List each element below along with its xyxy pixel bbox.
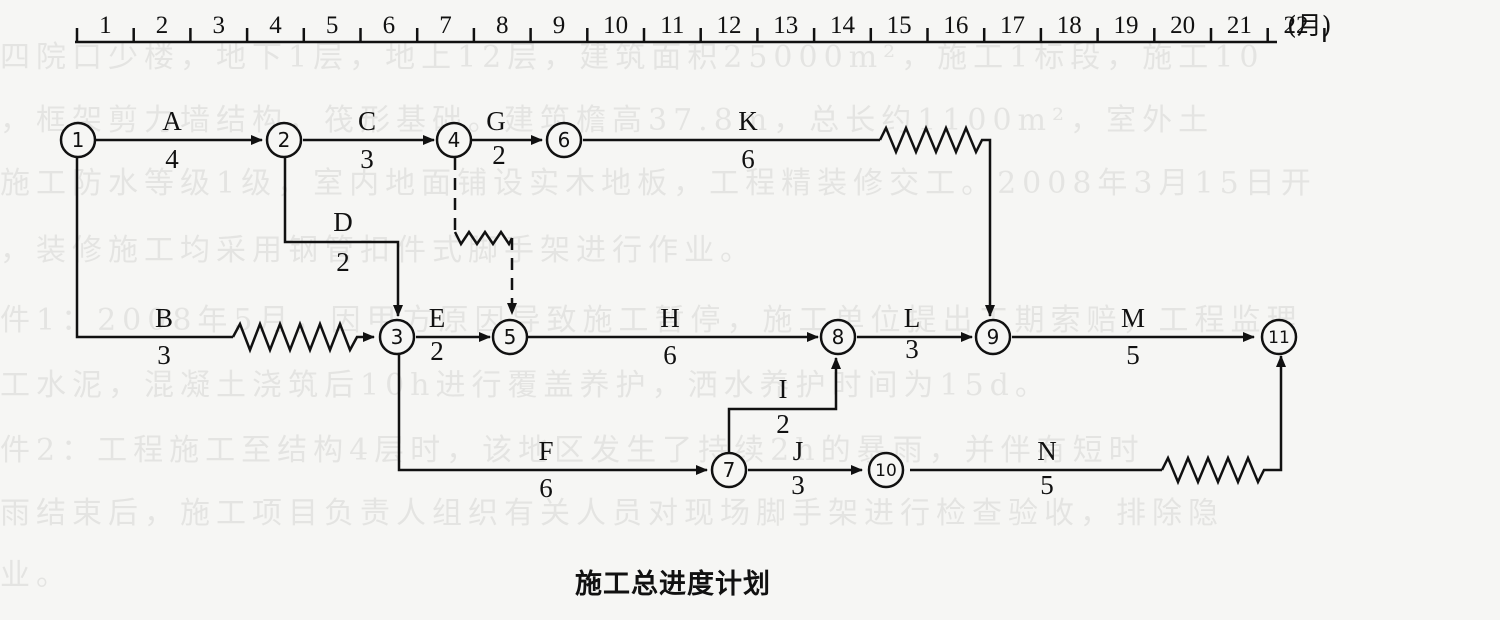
month-label: 10 [603,12,628,39]
node-8: 8 [819,318,857,356]
activity-name-C: C [358,106,376,136]
activity-duration-N: 5 [1040,470,1054,500]
month-label: 5 [326,12,339,39]
month-label: 15 [887,12,912,39]
month-label: 12 [717,12,742,39]
svg-text:9: 9 [987,325,1000,349]
svg-text:11: 11 [1268,328,1290,348]
svg-text:10: 10 [875,461,897,481]
month-label: 2 [156,12,169,39]
month-label: 20 [1170,12,1195,39]
activity-name-J: J [793,436,804,466]
arrow-B-free-float [231,320,375,354]
activity-labels: A 4 B 3 C 3 D 2 E 2 F 6 G 2 H 6 I 2 J 3 … [155,106,1145,503]
month-label: 9 [553,12,566,39]
month-label: 3 [213,12,226,39]
month-label: 4 [269,12,282,39]
node-4: 4 [435,121,473,159]
month-label: 22 [1284,12,1309,39]
svg-text:7: 7 [723,458,736,482]
activity-duration-M: 5 [1126,340,1140,370]
month-label: 13 [773,12,798,39]
activity-name-B: B [155,303,173,333]
month-label: 1 [99,12,112,39]
node-2: 2 [265,121,303,159]
arrow-B [75,157,233,339]
svg-text:1: 1 [72,128,85,152]
activity-name-D: D [333,207,353,237]
page-title: 施工总进度计划 [575,569,771,600]
dummy-activity-4-5 [453,158,517,315]
node-11: 11 [1260,318,1298,356]
node-7: 7 [710,451,748,489]
activity-duration-H: 6 [663,340,677,370]
activity-arrows [75,124,1286,486]
activity-name-G: G [486,106,506,136]
month-label: 16 [943,12,968,39]
arrow-I [727,357,841,452]
month-label: 7 [439,12,452,39]
activity-duration-L: 3 [905,334,919,364]
arrow-N-free-float [1160,355,1286,486]
arrow-D [283,157,403,317]
node-5: 5 [491,318,529,356]
activity-name-I: I [779,374,788,404]
nodes: 1 2 3 4 5 6 7 [59,121,1298,489]
month-label: 21 [1227,12,1252,39]
month-label: 18 [1057,12,1082,39]
activity-duration-F: 6 [539,473,553,503]
activity-duration-A: 4 [165,144,179,174]
node-3: 3 [378,318,416,356]
activity-name-M: M [1121,303,1145,333]
activity-duration-K: 6 [741,144,755,174]
arrow-K-free-float [878,124,995,317]
activity-duration-J: 3 [791,470,805,500]
activity-name-A: A [162,106,182,136]
svg-text:6: 6 [558,128,571,152]
activity-duration-E: 2 [430,336,444,366]
node-6: 6 [545,121,583,159]
activity-name-K: K [738,106,758,136]
svg-text:5: 5 [504,325,517,349]
month-label: 17 [1000,12,1025,39]
activity-duration-I: 2 [776,409,790,439]
activity-name-L: L [904,303,921,333]
activity-duration-C: 3 [360,144,374,174]
svg-text:8: 8 [832,325,845,349]
arrow-F [397,355,708,475]
month-label: 19 [1113,12,1138,39]
activity-name-E: E [429,303,446,333]
activity-name-H: H [660,303,680,333]
activity-duration-D: 2 [336,247,350,277]
node-9: 9 [974,318,1012,356]
activity-duration-G: 2 [492,140,506,170]
node-10: 10 [867,451,905,489]
node-1: 1 [59,121,97,159]
svg-text:2: 2 [278,128,291,152]
activity-name-N: N [1037,436,1057,466]
svg-text:3: 3 [391,325,404,349]
month-label: 14 [830,12,856,39]
dummy-free-float [453,229,514,247]
month-label: 11 [660,12,684,39]
time-unit-label: (月) [1287,11,1332,40]
month-label: 6 [383,12,396,39]
activity-name-F: F [538,436,553,466]
month-label: 8 [496,12,509,39]
svg-text:4: 4 [448,128,461,152]
activity-duration-B: 3 [157,340,171,370]
